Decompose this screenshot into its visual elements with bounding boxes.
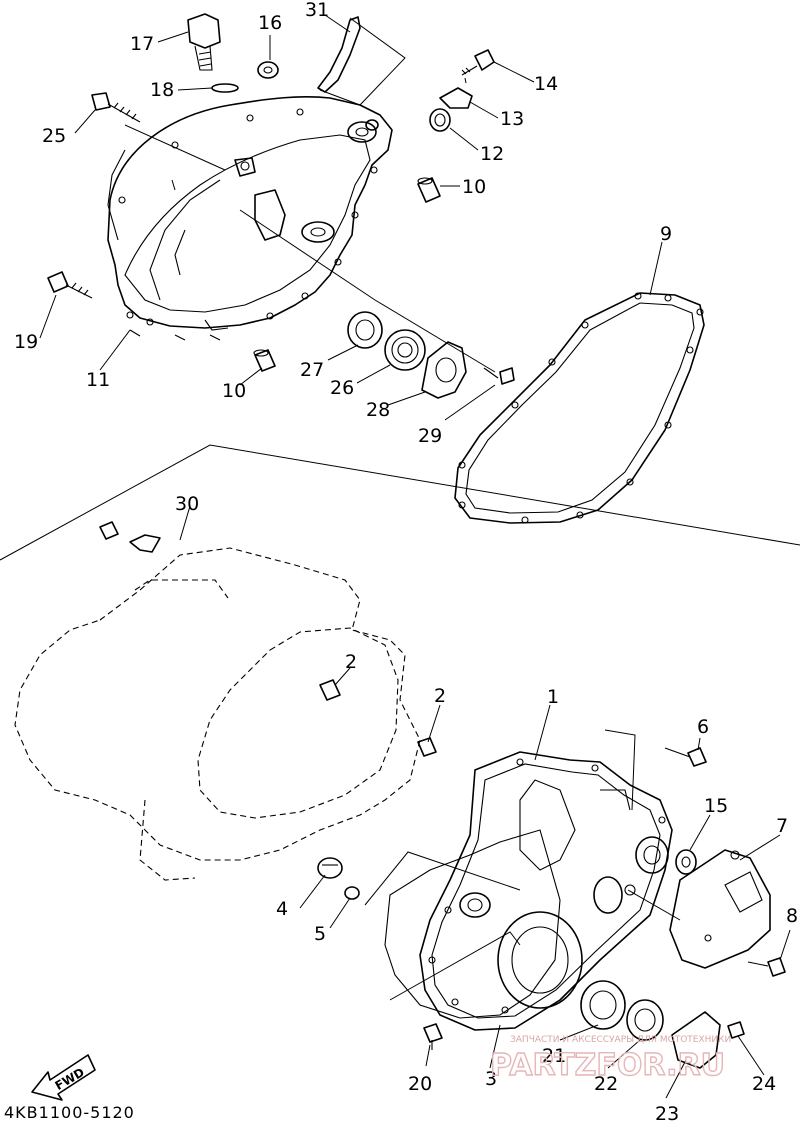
gasket-9 xyxy=(454,292,705,524)
gasket-1-outline xyxy=(384,829,561,1019)
engine-phantom-outline xyxy=(14,547,421,881)
callout-3: 3 xyxy=(485,1068,497,1090)
callout-23: 23 xyxy=(655,1103,679,1125)
callout-26: 26 xyxy=(330,377,354,399)
callout-10a: 10 xyxy=(462,176,486,198)
crankcase-cover-lower xyxy=(419,751,673,1031)
callout-1: 1 xyxy=(547,686,559,708)
cover-plate-7 xyxy=(669,849,771,969)
bolt-30-bracket xyxy=(99,521,161,553)
callout-5: 5 xyxy=(314,923,326,945)
o-ring-18 xyxy=(211,83,239,93)
o-ring-5 xyxy=(344,886,360,900)
callout-21: 21 xyxy=(542,1045,566,1067)
callout-31: 31 xyxy=(305,0,329,21)
dowel-pin-10-lower xyxy=(253,349,276,372)
oil-filler-plug-17 xyxy=(187,13,221,71)
watermark-brand: PARTZFOR.RU xyxy=(490,1048,725,1083)
callout-18: 18 xyxy=(150,79,174,101)
fwd-arrow-icon: FWD xyxy=(31,1054,96,1101)
bolt-25 xyxy=(91,92,141,123)
retainer-plate-23 xyxy=(671,1011,721,1069)
oil-seal-27 xyxy=(347,311,383,349)
oil-seal-12 xyxy=(429,108,451,132)
screw-29 xyxy=(483,367,515,385)
bolt-6 xyxy=(664,747,707,767)
callout-24: 24 xyxy=(752,1073,776,1095)
seal-16 xyxy=(257,61,279,79)
reference-lines xyxy=(0,17,800,1001)
callout-20: 20 xyxy=(408,1073,432,1095)
bolt-8 xyxy=(747,957,786,977)
callout-2a: 2 xyxy=(345,651,357,673)
washer-15 xyxy=(675,849,697,875)
callout-9: 9 xyxy=(660,223,672,245)
bolt-20 xyxy=(423,1023,443,1050)
callout-19: 19 xyxy=(14,331,38,353)
callout-14: 14 xyxy=(534,73,558,95)
cap-13 xyxy=(439,87,473,109)
bolt-14 xyxy=(461,49,495,76)
callout-12: 12 xyxy=(480,143,504,165)
dowel-pin-10-upper xyxy=(417,177,441,203)
retainer-plate-28 xyxy=(421,341,467,399)
oil-seal-22 xyxy=(626,999,664,1041)
callout-labels: 1 2 2 3 4 5 6 7 8 9 10 10 11 12 13 14 15… xyxy=(14,0,798,1125)
callout-6: 6 xyxy=(697,716,709,738)
callout-17: 17 xyxy=(130,33,154,55)
bolt-19 xyxy=(47,271,93,299)
bearing-21 xyxy=(580,980,626,1030)
callout-7: 7 xyxy=(776,815,788,837)
callout-4: 4 xyxy=(276,898,288,920)
crankcase-cover-upper xyxy=(107,96,393,341)
watermark-tagline: ЗАПЧАСТИ И АКСЕССУАРЫ ДЛЯ МОТОТЕХНИКИ xyxy=(510,1035,731,1045)
callout-13: 13 xyxy=(500,108,524,130)
leader-lines xyxy=(39,14,791,1099)
callout-27: 27 xyxy=(300,359,324,381)
plug-4 xyxy=(317,857,343,879)
callout-16: 16 xyxy=(258,12,282,34)
callout-29: 29 xyxy=(418,425,442,447)
callout-11: 11 xyxy=(86,369,110,391)
callout-8: 8 xyxy=(786,905,798,927)
dowel-pin-2-a xyxy=(319,679,341,701)
diagram-code: 4KB1100-5120 xyxy=(4,1103,135,1122)
callout-10b: 10 xyxy=(222,380,246,402)
bearing-26 xyxy=(384,329,426,371)
callout-25: 25 xyxy=(42,125,66,147)
callout-15: 15 xyxy=(704,795,728,817)
callout-22: 22 xyxy=(594,1073,618,1095)
watermark: ЗАПЧАСТИ И АКСЕССУАРЫ ДЛЯ МОТОТЕХНИКИ PA… xyxy=(489,1035,731,1084)
callout-2b: 2 xyxy=(434,685,446,707)
bracket-31 xyxy=(317,16,361,93)
callout-30: 30 xyxy=(175,493,199,515)
callout-28: 28 xyxy=(366,399,390,421)
dowel-pin-2-b xyxy=(417,737,437,757)
screw-24 xyxy=(727,1021,745,1039)
